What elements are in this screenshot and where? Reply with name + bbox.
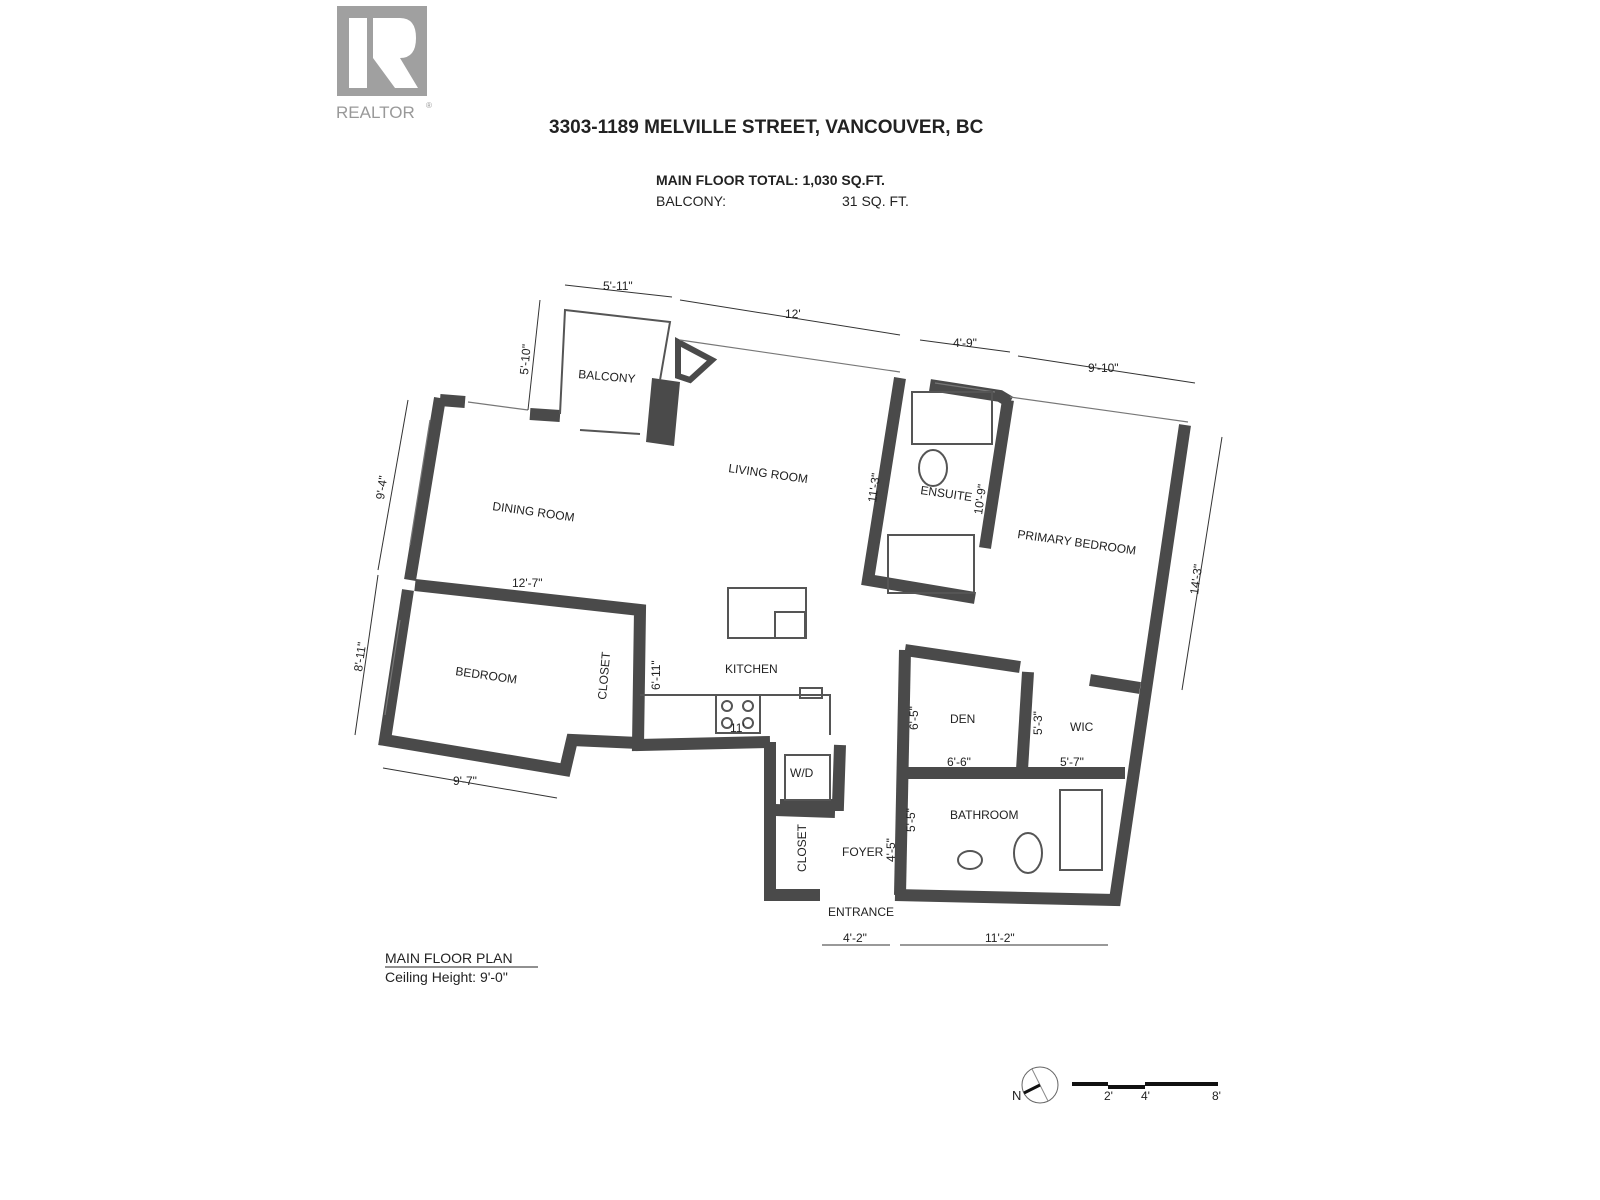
dim-wic-height: 5'-3"	[1031, 711, 1045, 735]
dim-den-height: 6'-5"	[907, 706, 921, 730]
dimension-labels: 5'-11" 5'-10" 12' 4'-9" 9'-10" 9'-4" 11'…	[351, 279, 1205, 945]
room-den: DEN	[950, 712, 975, 726]
dim-den-width: 6'-6"	[947, 755, 971, 769]
dim-entrance-width: 4'-2"	[843, 931, 867, 945]
washer-dryer-icon	[784, 754, 831, 801]
room-primary-bedroom: PRIMARY BEDROOM	[1017, 527, 1137, 558]
registered-mark: ®	[426, 101, 432, 110]
ensuite-shower-icon	[887, 534, 975, 594]
balcony-area-label: BALCONY:	[656, 193, 726, 209]
room-bathroom: BATHROOM	[950, 808, 1018, 822]
address-title: 3303-1189 MELVILLE STREET, VANCOUVER, BC	[549, 117, 984, 138]
room-kitchen: KITCHEN	[725, 662, 778, 676]
room-foyer: FOYER	[842, 845, 884, 859]
dim-kitchen-width: 11'	[730, 721, 745, 735]
fixtures	[640, 391, 1103, 874]
main-floor-total: MAIN FLOOR TOTAL: 1,030 SQ.FT.	[656, 172, 885, 188]
dim-bedroom-width: 9'-7"	[453, 774, 477, 788]
dim-ensuite-height-2: 10'-9"	[971, 483, 989, 515]
sink-icon	[774, 611, 806, 639]
room-wic: WIC	[1070, 720, 1094, 734]
realtor-logo: REALTOR ®	[336, 6, 432, 122]
dim-dining-width: 12'-7"	[512, 576, 543, 590]
compass-north-label: N	[1012, 1088, 1021, 1103]
dim-dining-height: 9'-4"	[373, 475, 390, 501]
ensuite-tub-icon	[911, 391, 993, 445]
bathtub-icon	[1059, 789, 1103, 871]
plan-title: MAIN FLOOR PLAN	[385, 950, 513, 966]
realtor-logo-text: REALTOR	[336, 103, 415, 122]
dim-primary-height: 14'-3"	[1187, 563, 1205, 595]
scale-bar: 2' 4' 8'	[1072, 1082, 1221, 1103]
dim-kitchen-height: 6'-11"	[649, 660, 663, 690]
north-compass-icon: N	[1012, 1066, 1059, 1104]
scale-tick-4: 4'	[1141, 1089, 1150, 1103]
ceiling-height: Ceiling Height: 9'-0"	[385, 969, 508, 985]
room-foyer-closet: CLOSET	[795, 823, 809, 872]
dim-ensuite-height: 11'-3"	[865, 472, 883, 503]
dim-bathroom-width: 11'-2"	[985, 931, 1015, 945]
walls	[378, 308, 1191, 907]
ensuite-toilet-icon	[918, 449, 948, 487]
dim-bathroom-height: 5'-5"	[904, 808, 918, 832]
room-living: LIVING ROOM	[728, 461, 809, 486]
room-bedroom: BEDROOM	[455, 664, 518, 686]
dim-foyer-height: 4'-5"	[884, 838, 898, 862]
dim-living-width: 12'	[785, 307, 801, 321]
bathroom-toilet-icon	[1013, 832, 1043, 874]
dimension-lines	[354, 284, 1223, 946]
dim-ensuite-width: 4'-9"	[953, 336, 977, 350]
dim-balcony-width: 5'-11"	[603, 279, 633, 293]
room-ensuite: ENSUITE	[920, 483, 973, 504]
scale-tick-2: 2'	[1104, 1089, 1113, 1103]
balcony-area-value: 31 SQ. FT.	[842, 193, 909, 209]
room-entrance: ENTRANCE	[828, 905, 894, 919]
room-bedroom-closet: CLOSET	[595, 651, 613, 701]
bathroom-sink-icon	[957, 850, 983, 870]
scale-tick-8: 8'	[1212, 1089, 1221, 1103]
room-balcony: BALCONY	[578, 367, 636, 386]
room-dining: DINING ROOM	[492, 499, 576, 524]
dim-bedroom-height: 8'-11"	[351, 641, 369, 672]
dim-balcony-height: 5'-10"	[517, 344, 534, 376]
room-wd: W/D	[790, 766, 814, 780]
dim-primary-width: 9'-10"	[1088, 361, 1119, 375]
dim-wic-width: 5'-7"	[1060, 755, 1084, 769]
